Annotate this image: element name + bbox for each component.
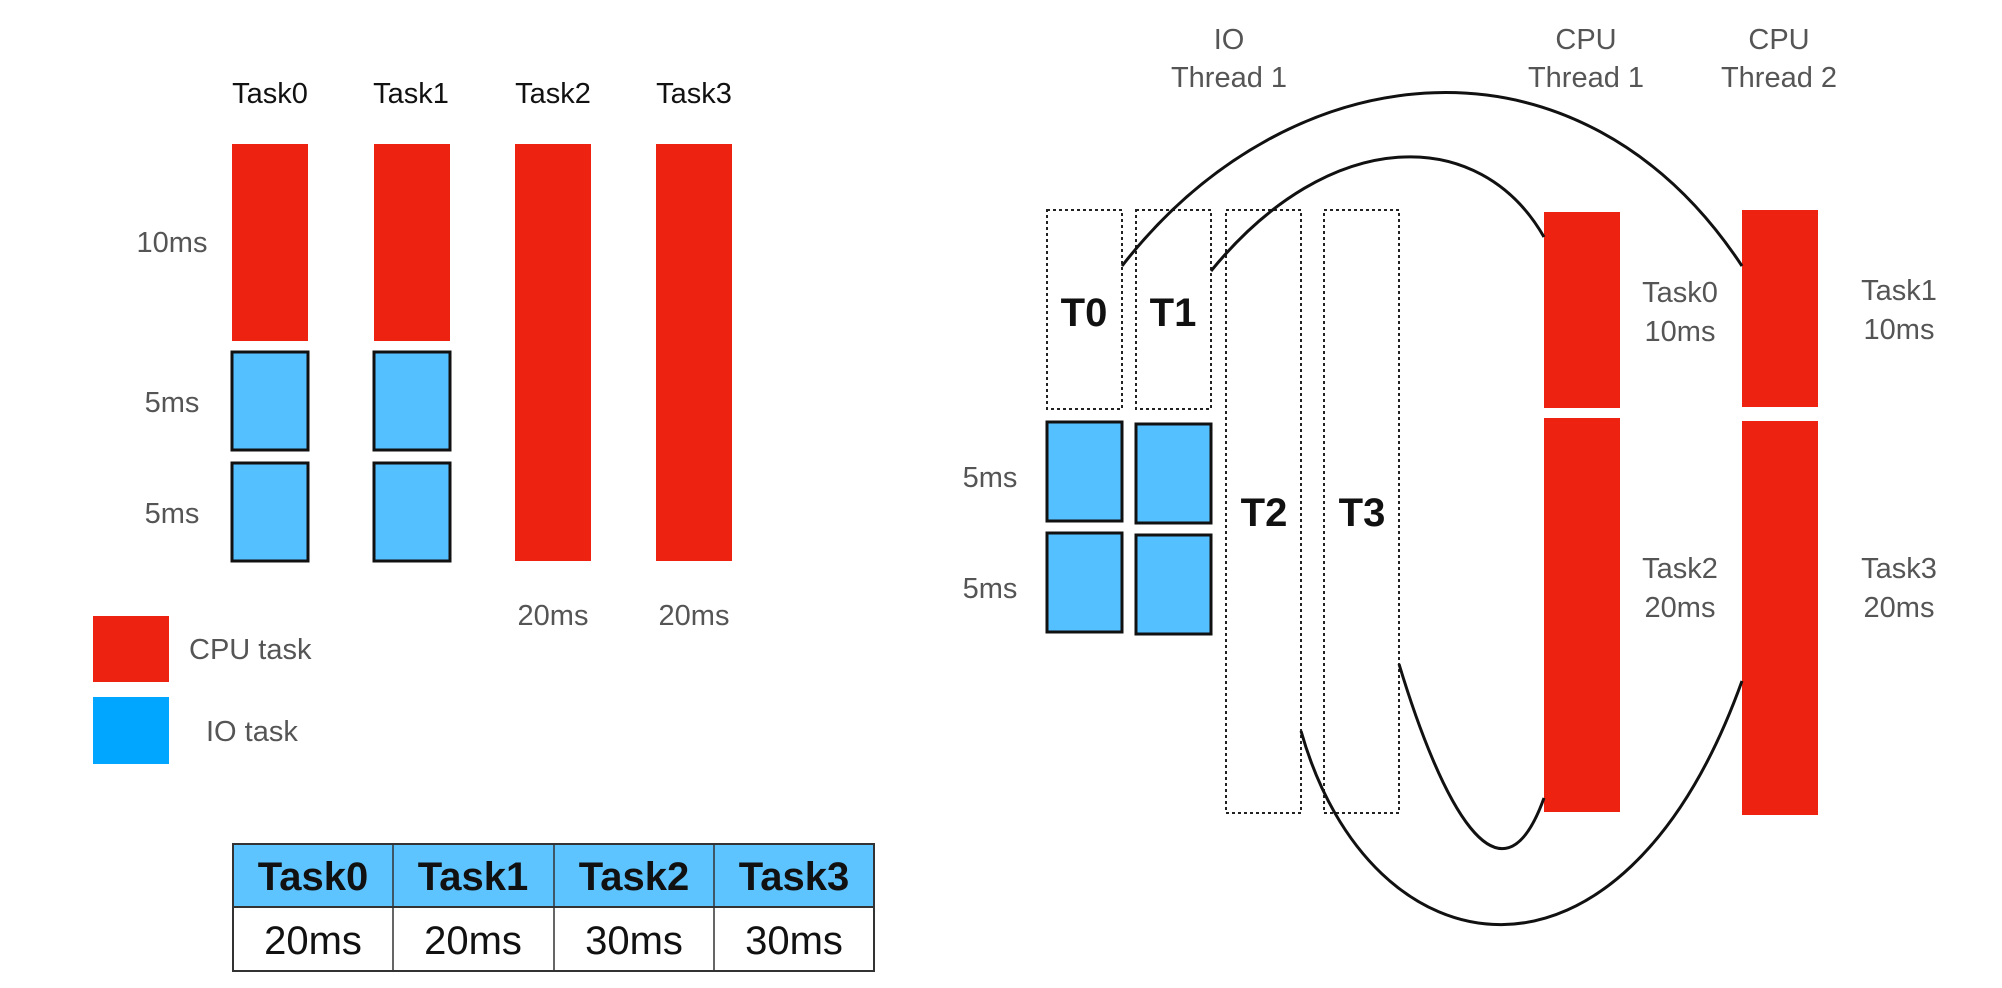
t1-io-block-2: [1134, 533, 1213, 636]
slot-t2-label: T2: [1241, 491, 1288, 535]
t0-io-block-2: [1045, 531, 1124, 634]
io-thread-title-line1: IO: [1214, 24, 1245, 56]
legend-io-swatch: [93, 697, 169, 764]
io-thread-title-line2: Thread 1: [1171, 62, 1287, 94]
task1-io-block-1: [372, 350, 452, 452]
legend-io-label: IO task: [206, 716, 298, 748]
arc-t3-to-cpu1: [1397, 663, 1546, 851]
total-time-table: Task0 Task1 Task2 Task3 20ms 20ms 30ms 3…: [232, 843, 875, 972]
table-value-task3: 30ms: [745, 919, 843, 963]
io-row-label-5ms-a: 5ms: [963, 462, 1018, 494]
task0-io-block-2: [230, 461, 310, 563]
cpu-thread1-title-line2: Thread 1: [1528, 62, 1644, 94]
legend: CPU task IO task: [93, 616, 312, 764]
cpu2-task1-block: [1742, 210, 1818, 407]
cpu-thread1-title-line1: CPU: [1555, 24, 1616, 56]
row-label-5ms-a: 5ms: [145, 387, 200, 419]
legend-cpu-swatch: [93, 616, 169, 682]
cpu1-task2-duration: 20ms: [1645, 592, 1716, 624]
cpu2-task1-name: Task1: [1861, 275, 1937, 307]
table-value-task2: 30ms: [585, 919, 683, 963]
t1-io-block-1: [1134, 422, 1213, 525]
t0-io-block-1: [1045, 420, 1124, 523]
slot-t0-label: T0: [1061, 291, 1108, 335]
slot-t1-label: T1: [1150, 291, 1197, 335]
cpu1-task2-block: [1544, 418, 1620, 812]
table-header-task3: Task3: [739, 855, 849, 899]
right-thread-schedule: IO Thread 1 CPU Thread 1 CPU Thread 2 T0…: [963, 24, 1937, 927]
table-value-task0: 20ms: [264, 919, 362, 963]
row-label-10ms: 10ms: [137, 227, 208, 259]
task0-header: Task0: [232, 78, 308, 110]
cpu1-task0-block: [1544, 212, 1620, 408]
cpu1-task0-name: Task0: [1642, 277, 1718, 309]
task3-header: Task3: [656, 78, 732, 110]
task2-header: Task2: [515, 78, 591, 110]
table-value-task1: 20ms: [424, 919, 522, 963]
cpu-thread2-title-line2: Thread 2: [1721, 62, 1837, 94]
cpu2-task1-duration: 10ms: [1864, 314, 1935, 346]
left-task-breakdown: Task0 Task1 Task2 Task3 10ms 5ms 5ms 20m…: [137, 78, 732, 632]
arc-t1-to-cpu1: [1209, 155, 1546, 272]
task3-cpu-block: [656, 144, 732, 561]
io-row-label-5ms-b: 5ms: [963, 573, 1018, 605]
task2-cpu-block: [515, 144, 591, 561]
task1-header: Task1: [373, 78, 449, 110]
row-label-5ms-b: 5ms: [145, 498, 200, 530]
slot-t3-label: T3: [1339, 491, 1386, 535]
cpu-thread2-title-line1: CPU: [1748, 24, 1809, 56]
table-header-task2: Task2: [579, 855, 689, 899]
arc-t0-to-cpu2: [1120, 91, 1744, 267]
legend-cpu-label: CPU task: [189, 634, 312, 666]
cpu2-task3-block: [1742, 421, 1818, 815]
table-header-task1: Task1: [418, 855, 528, 899]
slot-t0-box: [1046, 209, 1123, 410]
cpu2-task3-duration: 20ms: [1864, 592, 1935, 624]
task2-duration-label: 20ms: [518, 600, 589, 632]
arc-t2-to-cpu2: [1299, 680, 1744, 927]
task3-duration-label: 20ms: [659, 600, 730, 632]
table-header-task0: Task0: [258, 855, 368, 899]
cpu1-task2-name: Task2: [1642, 553, 1718, 585]
cpu1-task0-duration: 10ms: [1645, 316, 1716, 348]
slot-t3-box: [1323, 209, 1400, 814]
task0-cpu-block: [232, 144, 308, 341]
slot-t2-box: [1225, 209, 1302, 814]
cpu2-task3-name: Task3: [1861, 553, 1937, 585]
task1-cpu-block: [374, 144, 450, 341]
task1-io-block-2: [372, 461, 452, 563]
task0-io-block-1: [230, 350, 310, 452]
